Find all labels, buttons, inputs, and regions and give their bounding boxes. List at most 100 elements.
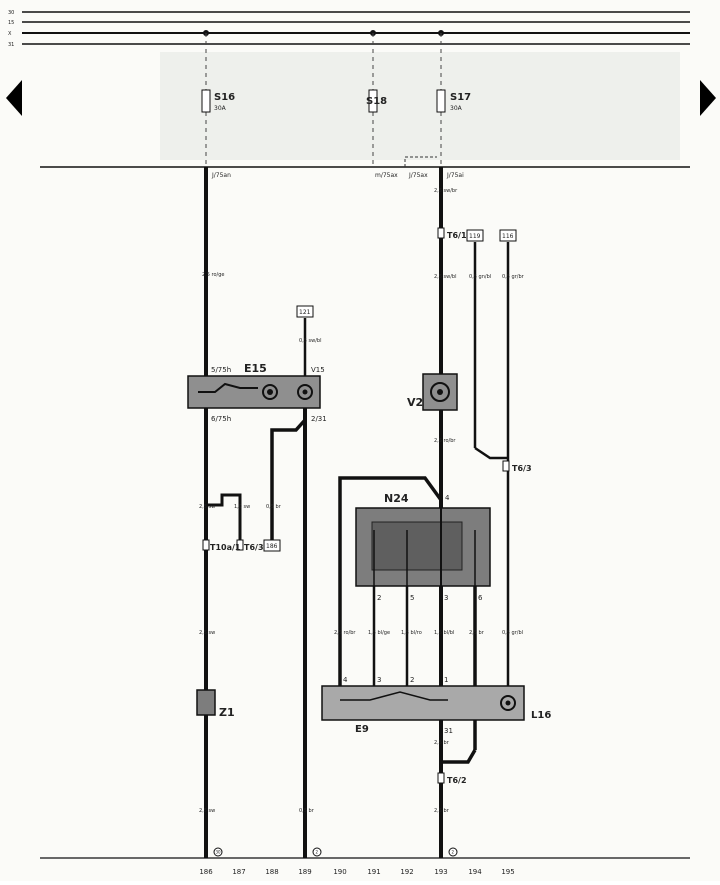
wire-label: 1,5 bl/bl bbox=[434, 630, 454, 636]
column-number: 193 bbox=[434, 868, 447, 876]
n24-pin-3: 3 bbox=[444, 594, 448, 602]
fuse-s17: S17 30A bbox=[436, 89, 471, 113]
previous-page-arrow-icon[interactable] bbox=[6, 80, 22, 116]
ground-markers bbox=[213, 847, 458, 857]
z1-label: Z1 bbox=[219, 706, 235, 719]
e9-pin-1: 1 bbox=[444, 676, 448, 684]
e9-label: E9 bbox=[355, 724, 369, 735]
wire-label: 2,5 sw bbox=[199, 808, 215, 814]
bus-terminal-labels: J/75an m/75ax J/75ax J/75ai bbox=[211, 172, 464, 179]
ref-119: 119 bbox=[469, 233, 481, 240]
ref-186: 186 bbox=[266, 543, 278, 550]
term-c2-top: m/75ax bbox=[375, 172, 398, 179]
e9-pin-2: 2 bbox=[410, 676, 414, 684]
fuse-s17-label: S17 bbox=[450, 92, 471, 103]
t6-3-label-a: T6/3 bbox=[512, 464, 532, 473]
ground-marker-label: 2 bbox=[452, 850, 455, 855]
wire-label: 0,5 gr/br bbox=[502, 274, 525, 280]
n24-output-wires bbox=[372, 586, 409, 686]
fuse-s17-rating: 30A bbox=[450, 105, 463, 112]
e15-label: E15 bbox=[244, 362, 267, 375]
column-number: 189 bbox=[298, 868, 311, 876]
connector-boxes bbox=[202, 227, 510, 784]
column-number: 190 bbox=[333, 868, 346, 876]
rail-label-x: X bbox=[8, 31, 12, 37]
next-page-arrow-icon[interactable] bbox=[700, 80, 716, 116]
wire-label: 2,5 ro/br bbox=[434, 438, 456, 444]
reference-box-labels: 121 119 116 186 bbox=[266, 233, 514, 550]
term-c4-top: J/75ai bbox=[446, 172, 464, 179]
component-n24: N24 bbox=[355, 492, 491, 587]
fuse-s16-rating: 30A bbox=[214, 105, 227, 112]
ref-121: 121 bbox=[299, 309, 311, 316]
column-number: 191 bbox=[367, 868, 380, 876]
wire-label: 2,5 sw bbox=[199, 504, 215, 510]
fuse-s16-label: S16 bbox=[214, 92, 235, 103]
fuse-link-line bbox=[404, 156, 437, 167]
e15-pin-in: 5/75h bbox=[211, 366, 231, 374]
ground-marker-label: 2 bbox=[316, 850, 319, 855]
wire-labels: 2,5 ro/ge 0,5 sw/bl 2,5 sw 1,0 sw 0,5 br… bbox=[199, 188, 525, 814]
e9-pin-3: 3 bbox=[377, 676, 381, 684]
e9-pin-31: 31 bbox=[444, 727, 453, 735]
component-e15: E15 bbox=[187, 362, 321, 409]
wire-label: 2,5 br bbox=[434, 808, 450, 814]
pin-labels: 5/75h 6/75h V15 2/31 4 2 5 3 6 4 3 2 1 3… bbox=[211, 366, 483, 735]
wire-col-189 bbox=[270, 318, 307, 858]
wire-label: 2,5 sw/br bbox=[434, 188, 458, 194]
n24-pin-in: 4 bbox=[445, 494, 450, 502]
t10a-label: T10a/1 bbox=[210, 543, 241, 552]
wire-label: 2,5 sw/bl bbox=[434, 274, 456, 280]
component-v2: V2 bbox=[407, 373, 458, 411]
ref-116: 116 bbox=[502, 233, 514, 240]
column-numbers: 186 187 188 189 190 191 192 193 194 195 bbox=[199, 868, 514, 876]
wire-label: 1,5 bl/ge bbox=[368, 630, 390, 636]
rail-label-31: 31 bbox=[8, 42, 14, 48]
term-c3-top: J/75ax bbox=[408, 172, 428, 179]
wire-label: 2,5 ro/br bbox=[334, 630, 356, 636]
wire-col-187 bbox=[206, 493, 242, 545]
rail-label-15: 15 bbox=[8, 20, 14, 26]
fuse-panel-area bbox=[160, 52, 680, 160]
wire-label: 2,5 br bbox=[469, 630, 485, 636]
fuse-risers bbox=[205, 33, 442, 167]
wire-label: 1,0 sw bbox=[234, 504, 250, 510]
t6-1-label: T6/1 bbox=[447, 231, 467, 240]
wire-label: 0,5 br bbox=[266, 504, 282, 510]
wire-label: 2,5 ro/ge bbox=[202, 272, 224, 278]
wire-label: 0,5 br bbox=[299, 808, 315, 814]
t6-2-label: T6/2 bbox=[447, 776, 467, 785]
column-number: 195 bbox=[501, 868, 514, 876]
column-number: 187 bbox=[232, 868, 245, 876]
wire-label: 0,5 sw/bl bbox=[299, 338, 321, 344]
wire-label: 0,5 gr/bl bbox=[502, 630, 523, 636]
fuse-s18-label: S18 bbox=[366, 96, 387, 107]
component-e9: E9 L16 bbox=[321, 685, 551, 735]
wire-col-190 bbox=[338, 476, 443, 686]
wire-label: 0,5 gn/bl bbox=[469, 274, 491, 280]
term-c1-top: J/75an bbox=[211, 172, 231, 179]
column-number: 188 bbox=[265, 868, 278, 876]
wire-col-194-195 bbox=[441, 242, 510, 764]
n24-pin-5: 5 bbox=[410, 594, 414, 602]
e15-pin-out: 6/75h bbox=[211, 415, 231, 423]
ground-marker-label: 30 bbox=[216, 850, 222, 855]
wire-label: 1,5 bl/ro bbox=[401, 630, 422, 636]
e15-pin-231: 2/31 bbox=[311, 415, 327, 423]
wire-label: 2,5 br bbox=[434, 740, 450, 746]
t6-3-label-b: T6/3 bbox=[244, 543, 264, 552]
n24-pin-6: 6 bbox=[478, 594, 483, 602]
column-number: 194 bbox=[468, 868, 482, 876]
e9-pin-4: 4 bbox=[343, 676, 348, 684]
column-number: 192 bbox=[400, 868, 413, 876]
power-rails bbox=[22, 11, 690, 168]
v2-label: V2 bbox=[407, 396, 423, 409]
component-z1: Z1 bbox=[196, 689, 235, 719]
rail-labels: 30 15 X 31 bbox=[8, 10, 14, 48]
wire-label: 2,5 sw bbox=[199, 630, 215, 636]
column-number: 186 bbox=[199, 868, 213, 876]
l16-label: L16 bbox=[531, 710, 551, 721]
ground-marker-labels: 30 2 2 bbox=[216, 850, 455, 855]
